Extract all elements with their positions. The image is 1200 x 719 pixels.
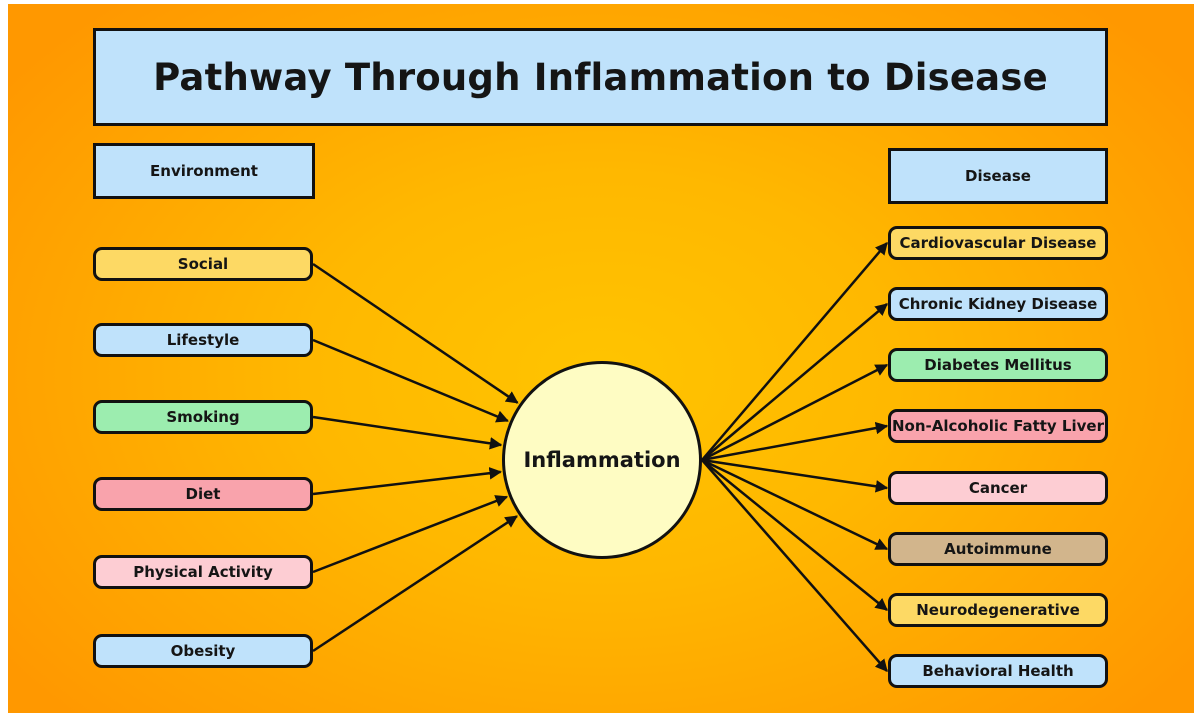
arrow-environment-to-inflammation	[312, 467, 502, 496]
environment-item-social: Social	[93, 247, 313, 281]
arrow-inflammation-to-disease	[701, 242, 888, 461]
arrow-inflammation-to-disease	[701, 459, 888, 672]
arrow-environment-to-inflammation	[312, 338, 509, 423]
inflammation-node: Inflammation	[502, 361, 702, 559]
arrow-inflammation-to-disease	[701, 421, 889, 462]
disease-item-neurodegenerative: Neurodegenerative	[888, 593, 1108, 627]
disease-item-nafld: Non-Alcoholic Fatty Liver	[888, 409, 1108, 443]
disease-header: Disease	[888, 148, 1108, 204]
environment-item-obesity: Obesity	[93, 634, 313, 668]
arrow-environment-to-inflammation	[312, 262, 519, 404]
environment-item-smoking: Smoking	[93, 400, 313, 434]
environment-item-physical-activity: Physical Activity	[93, 555, 313, 589]
disease-item-diabetes: Diabetes Mellitus	[888, 348, 1108, 382]
arrow-environment-to-inflammation	[312, 515, 518, 653]
disease-item-chronic-kidney: Chronic Kidney Disease	[888, 287, 1108, 321]
disease-item-autoimmune: Autoimmune	[888, 532, 1108, 566]
arrow-environment-to-inflammation	[312, 495, 509, 574]
environment-header: Environment	[93, 143, 315, 199]
diagram-title: Pathway Through Inflammation to Disease	[93, 28, 1108, 126]
arrow-inflammation-to-disease	[701, 459, 888, 611]
arrow-inflammation-to-disease	[701, 363, 889, 462]
disease-item-cancer: Cancer	[888, 471, 1108, 505]
arrow-inflammation-to-disease	[701, 303, 888, 461]
environment-item-diet: Diet	[93, 477, 313, 511]
environment-item-lifestyle: Lifestyle	[93, 323, 313, 357]
arrow-inflammation-to-disease	[701, 458, 889, 493]
disease-item-behavioral-health: Behavioral Health	[888, 654, 1108, 688]
disease-item-cardiovascular: Cardiovascular Disease	[888, 226, 1108, 260]
arrow-environment-to-inflammation	[312, 415, 503, 450]
arrow-inflammation-to-disease	[701, 458, 889, 551]
